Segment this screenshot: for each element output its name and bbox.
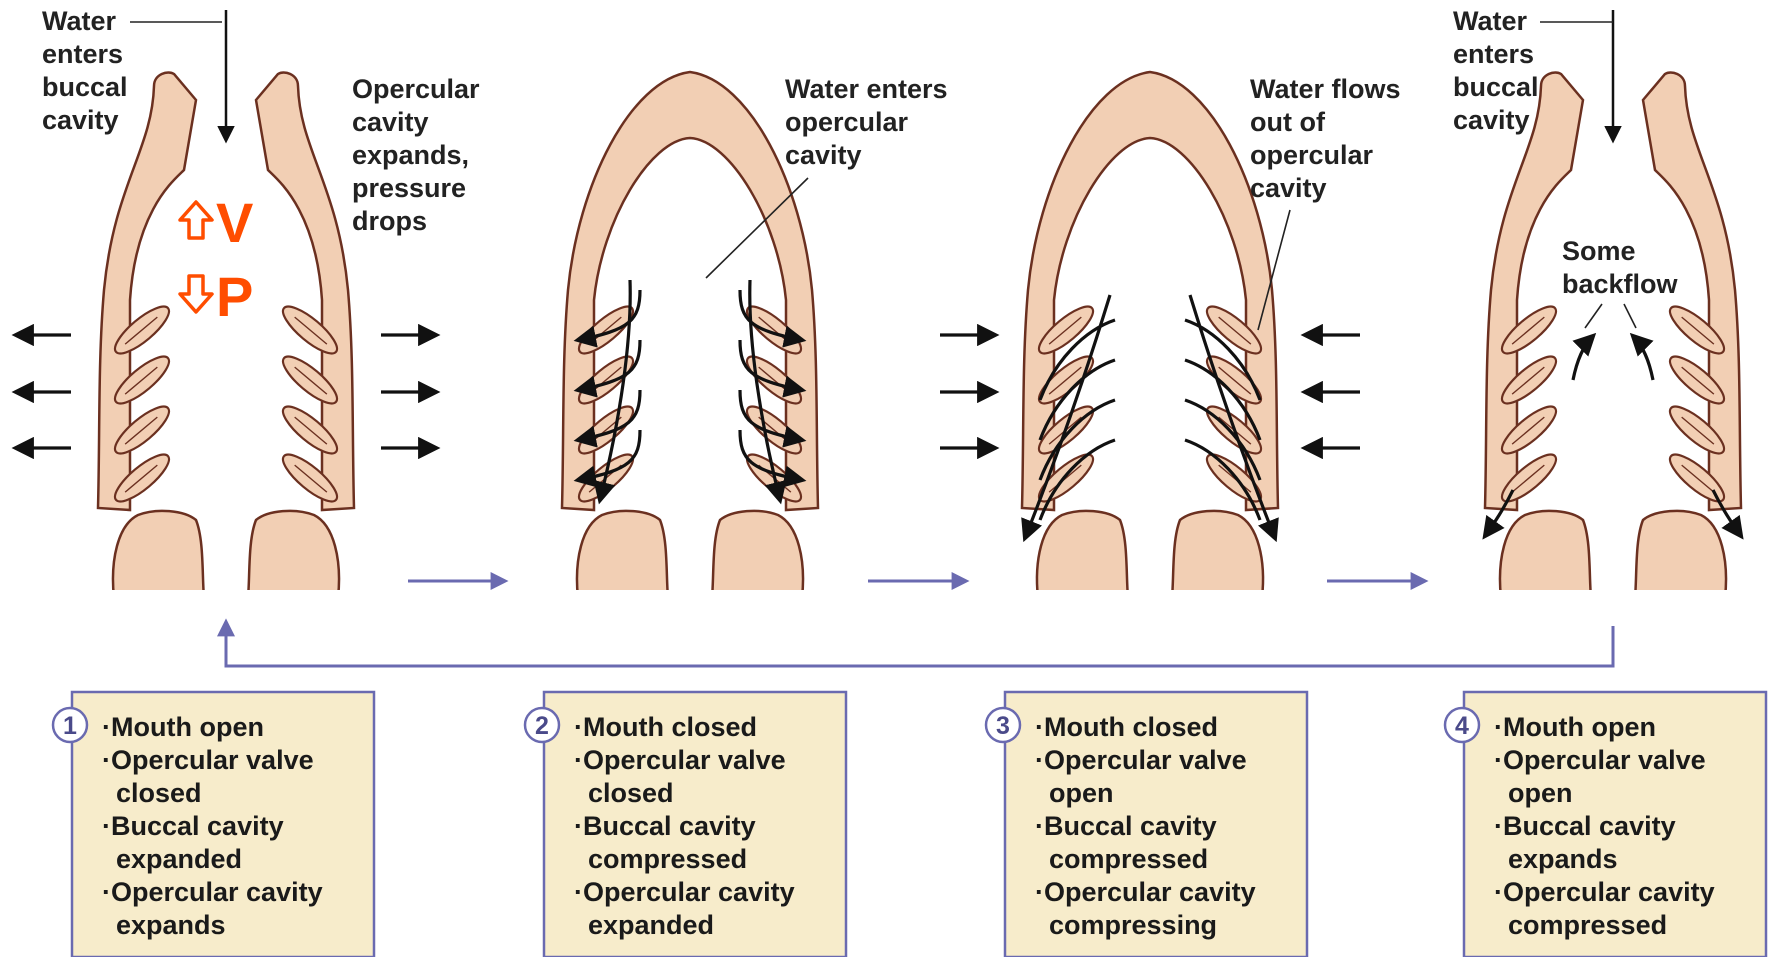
step-line: ·Buccal cavity [574, 811, 756, 841]
jaw-right [256, 73, 354, 511]
panel4-water-line3: buccal [1453, 72, 1539, 102]
step-line: expands [116, 910, 226, 940]
panel4-backflow-line1: Some [1562, 236, 1636, 266]
step-number: 2 [535, 712, 549, 740]
pressure-label: P [216, 265, 253, 328]
panel3-water-line1: Water flows [1250, 74, 1401, 104]
step-line: closed [588, 778, 674, 808]
fade-bottom [1020, 590, 1280, 604]
operculum-left [577, 511, 668, 598]
step-number: 1 [63, 712, 77, 740]
panel3-water-line4: cavity [1250, 173, 1327, 203]
step-line: expanded [116, 844, 242, 874]
operculum-right [1635, 511, 1726, 598]
step-line: closed [116, 778, 202, 808]
step-line: ·Buccal cavity [1035, 811, 1217, 841]
fade-bottom [560, 590, 820, 604]
panel1-opercular-line5: drops [352, 206, 427, 236]
volume-pressure-indicator: V P [180, 191, 253, 328]
panel1-water-line2: enters [42, 39, 123, 69]
step-box-1: 1 ·Mouth open·Opercular valveclosed·Bucca… [53, 692, 374, 957]
fade-bottom [96, 590, 356, 604]
volume-label: V [216, 191, 253, 254]
panel1-opercular-line4: pressure [352, 173, 466, 203]
step-line: ·Opercular valve [574, 745, 786, 775]
step-line: ·Mouth closed [574, 712, 757, 742]
panel1-water-line1: Water [42, 6, 117, 36]
step-line: ·Opercular valve [1035, 745, 1247, 775]
operculum-right [248, 511, 339, 598]
operculum-right [712, 511, 803, 598]
panel4-water-label: Water enters buccal cavity [1453, 6, 1613, 135]
step-line: ·Mouth open [102, 712, 264, 742]
panel4-backflow-line2: backflow [1562, 269, 1679, 299]
panel1-opercular-line1: Opercular [352, 74, 480, 104]
step-boxes: 1·Mouth open·Opercular valveclosed·Bucca… [53, 692, 1766, 957]
operculum-left [1037, 511, 1128, 598]
step-box-2: 2 ·Mouth closed·Opercular valveclosed·Buc… [525, 692, 846, 957]
up-arrow-icon [180, 202, 212, 238]
panel1-water-label: Water enters buccal cavity [42, 6, 222, 135]
step-box-3: 3 ·Mouth closed·Opercular valveopen·Bucca… [986, 692, 1307, 957]
fade-bottom [1483, 590, 1743, 604]
panel2-water-line3: cavity [785, 140, 862, 170]
step-line: compressed [1508, 910, 1667, 940]
sequence-arrows [226, 581, 1613, 666]
step-line: ·Opercular cavity [102, 877, 323, 907]
panel2-water-line2: opercular [785, 107, 909, 137]
step-box-4: 4 ·Mouth open·Opercular valveopen·Buccal … [1445, 692, 1766, 957]
panel1-opercular-line2: cavity [352, 107, 429, 137]
panel4-water-line1: Water [1453, 6, 1528, 36]
step-line: ·Opercular valve [1494, 745, 1706, 775]
panel3-water-line2: out of [1250, 107, 1326, 137]
step-line: ·Opercular valve [102, 745, 314, 775]
step-line: ·Mouth open [1494, 712, 1656, 742]
panel-2 [560, 72, 820, 604]
panel2-water-line1: Water enters [785, 74, 948, 104]
down-arrow-icon [180, 276, 212, 312]
operculum-left [1500, 511, 1591, 598]
panel1-opercular-line3: expands, [352, 140, 469, 170]
step-number: 4 [1455, 712, 1469, 740]
step-line: compressed [588, 844, 747, 874]
panel4-backflow-label: Some backflow [1562, 236, 1679, 328]
step-line: expanded [588, 910, 714, 940]
cycle-return-arrow-icon [226, 622, 1613, 666]
step-line: ·Buccal cavity [1494, 811, 1676, 841]
step-number: 3 [996, 712, 1010, 740]
operculum-right [1172, 511, 1263, 598]
jaw-left [98, 73, 196, 511]
backflow-arrow-icon [1633, 336, 1653, 380]
step-line: open [1049, 778, 1114, 808]
panel1-opercular-label: Opercular cavity expands, pressure drops [352, 74, 480, 236]
step-line: compressing [1049, 910, 1217, 940]
operculum-left [113, 511, 204, 598]
panel4-water-line4: cavity [1453, 105, 1530, 135]
panel1-water-line3: buccal [42, 72, 128, 102]
step-line: compressed [1049, 844, 1208, 874]
panel1-water-line4: cavity [42, 105, 119, 135]
step-line: expands [1508, 844, 1618, 874]
backflow-arrow-icon [1573, 336, 1593, 380]
panel3-water-line3: opercular [1250, 140, 1374, 170]
step-line: open [1508, 778, 1573, 808]
step-line: ·Opercular cavity [1035, 877, 1256, 907]
step-line: ·Opercular cavity [1494, 877, 1715, 907]
step-line: ·Opercular cavity [574, 877, 795, 907]
step-line: ·Buccal cavity [102, 811, 284, 841]
panel4-backflow-leader [1585, 304, 1636, 328]
step-line: ·Mouth closed [1035, 712, 1218, 742]
panel4-water-line2: enters [1453, 39, 1534, 69]
